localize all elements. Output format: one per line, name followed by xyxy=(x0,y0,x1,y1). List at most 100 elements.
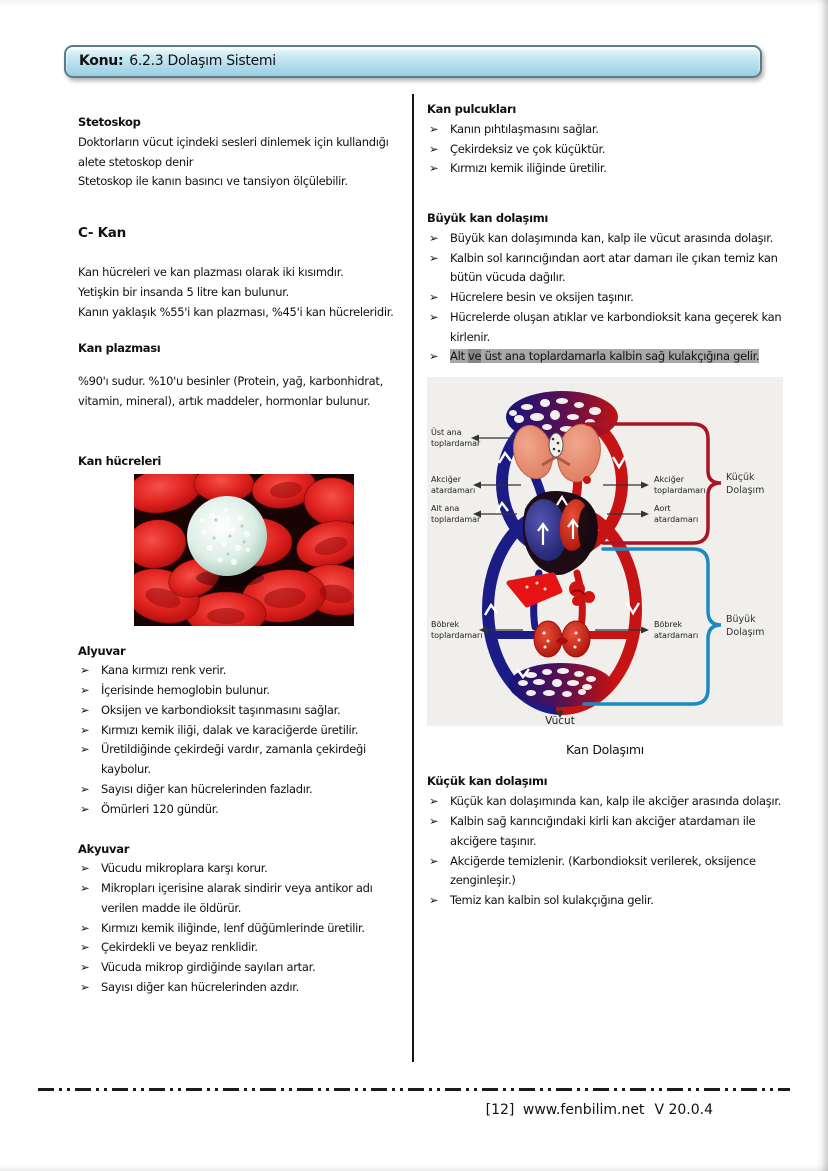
arrow-bullet-icon: ➢ xyxy=(80,940,90,955)
arrow-bullet-icon: ➢ xyxy=(429,794,439,809)
list-item: ➢ Sayısı diğer kan hücrelerinden fazladır… xyxy=(78,780,412,800)
arrow-bullet-icon: ➢ xyxy=(429,813,439,828)
list-item-text: Temiz kan kalbin sol kulakçığına gelir. xyxy=(450,893,654,908)
list-item: ➢ Temiz kan kalbin sol kulakçığına gelir. xyxy=(427,891,783,911)
arrow-bullet-icon: ➢ xyxy=(80,861,90,876)
diagram-label-bobrek-atardamari-line1: Böbrek xyxy=(654,620,682,629)
section-heading-kucuk-kan-dolasimi: Küçük kan dolaşımı xyxy=(427,774,548,789)
arrow-bullet-icon: ➢ xyxy=(429,893,439,908)
topic-title: 6.2.3 Dolaşım Sistemi xyxy=(129,53,276,70)
list-item-text: Vücuda mikrop girdiğinde sayıları artar. xyxy=(101,960,316,975)
arrow-bullet-icon: ➢ xyxy=(429,161,439,176)
version-label: V 20.0.4 xyxy=(654,1102,713,1118)
buyuk-dolasim-brace xyxy=(582,547,722,706)
diagram-label-kucuk-dolasim-line2: Dolaşım xyxy=(726,485,764,496)
circulation-diagram-figure: Üst ana toplardamar Akciğer atardamarı A… xyxy=(427,377,783,760)
list-item: ➢Üretildiğinde çekirdeği vardır, zamanla… xyxy=(78,740,412,780)
diagram-label-aort-atardamari-line2: atardamarı xyxy=(654,515,698,524)
list-item: ➢İçerisinde hemoglobin bulunur. xyxy=(78,681,412,701)
list-item: ➢ Hücrelere besin ve oksijen taşınır. xyxy=(427,288,783,308)
diagram-label-bobrek-atardamari-line2: atardamarı xyxy=(654,631,698,640)
list-item: ➢ Vücuda mikrop girdiğinde sayıları artar… xyxy=(78,958,412,978)
website-url: www.fenbilim.net xyxy=(522,1102,645,1118)
arrow-bullet-icon: ➢ xyxy=(80,782,90,796)
list-item: ➢ Ömürleri 120 gündür. xyxy=(78,800,412,820)
list-item: ➢ Kana kırmızı renk verir. xyxy=(78,661,412,681)
list-item: ➢ Kırmızı kemik iliği, dalak ve karaciğer… xyxy=(78,721,412,741)
paragraph: Yetişkin bir insanda 5 litre kan bulunur… xyxy=(78,285,289,300)
list-item-text: Oksijen ve karbondioksit taşınmasını sağ… xyxy=(101,702,341,717)
list-item: ➢ Oksijen ve karbondioksit taşınmasını sa… xyxy=(78,701,412,721)
list-item: ➢Kırmızı kemik iliğinde, lenf düğümlerin… xyxy=(78,919,412,939)
arrow-bullet-icon: ➢ xyxy=(429,309,439,324)
section-heading-alyuvar: Alyuvar xyxy=(78,643,126,658)
list-item-text: Sayısı diğer kan hücrelerinden fazladır. xyxy=(101,782,313,796)
arrow-bullet-icon: ➢ xyxy=(80,663,90,678)
arrow-bullet-icon: ➢ xyxy=(429,230,439,245)
arrow-bullet-icon: ➢ xyxy=(80,960,90,975)
list-item-text: Kırmızı kemik iliğinde üretilir. xyxy=(450,161,607,176)
diagram-label-akciger-atardamari-line2: atardamarı xyxy=(431,486,475,495)
arrow-bullet-icon: ➢ xyxy=(429,290,439,305)
circulation-diagram: Üst ana toplardamar Akciğer atardamarı A… xyxy=(427,377,783,727)
diagram-label-vucut: Vücut xyxy=(545,715,575,726)
list-item: ➢ Kanın pıhtılaşmasını sağlar. xyxy=(427,120,783,140)
paragraph: Kanın yaklaşık %55'i kan plazması, %45'i… xyxy=(78,304,394,319)
footer-site: www.fenbilim.net V 20.0.4 xyxy=(523,1098,713,1122)
list-item-text: Ömürleri 120 gündür. xyxy=(101,801,219,816)
section-heading-buyuk-kan-dolasimi: Büyük kan dolaşımı xyxy=(427,211,549,226)
highlighted-text: üst ana toplardamarla kalbin sağ kulakçı… xyxy=(481,349,760,364)
section-heading-akyuvar: Akyuvar xyxy=(78,841,130,856)
arrow-bullet-icon: ➢ xyxy=(80,702,90,717)
right-column: Kan pulcukları ➢Kanın pıhtılaşmasını sağ… xyxy=(427,100,783,911)
paragraph: Doktorların vücut içindeki sesleri dinle… xyxy=(78,134,389,169)
arrow-bullet-icon: ➢ xyxy=(429,141,439,156)
diagram-label-ust-ana-line1: Üst ana xyxy=(431,427,462,437)
buyuk-kan-dolasimi-list: ➢ Büyük kan dolaşımında kan, kalp ile vüc… xyxy=(427,229,783,367)
highlighted-text: Alt xyxy=(450,349,469,364)
arrow-bullet-icon: ➢ xyxy=(80,801,90,816)
list-item-text: Sayısı diğer kan hücrelerinden azdır. xyxy=(101,979,299,994)
diagram-label-akciger-toplardamari-line1: Akciğer xyxy=(654,475,685,484)
column-divider xyxy=(412,94,414,1062)
list-item: ➢ Çekirdekli ve beyaz renklidir. xyxy=(78,938,412,958)
list-item-text: Hücrelere besin ve oksijen taşınır. xyxy=(450,290,634,305)
arrow-bullet-icon: ➢ xyxy=(429,250,439,265)
list-item-text: Üretildiğinde çekirdeği vardır, zamanla … xyxy=(101,742,366,777)
list-item-text: Kalbin sağ karıncığındaki kirli kan akci… xyxy=(450,813,756,848)
list-item-text: Çekirdekli ve beyaz renklidir. xyxy=(101,940,258,955)
highlighted-text: ve xyxy=(468,349,482,364)
kucuk-kan-dolasimi-list: ➢Küçük kan dolaşımında kan, kalp ile akc… xyxy=(427,792,783,911)
list-item-text: Kanın pıhtılaşmasını sağlar. xyxy=(450,121,599,136)
list-item: ➢Mikropları içerisine alarak sindirir ve… xyxy=(78,879,412,919)
section-heading-kan-hucreleri: Kan hücreleri xyxy=(78,453,161,468)
list-item-text: Büyük kan dolaşımında kan, kalp ile vücu… xyxy=(450,230,773,245)
paragraph: Stetoskop ile kanın basıncı ve tansiyon … xyxy=(78,174,348,189)
footer-divider xyxy=(38,1088,790,1091)
blood-cells-image xyxy=(134,473,354,626)
arrow-bullet-icon: ➢ xyxy=(429,349,439,364)
list-item: ➢ Büyük kan dolaşımında kan, kalp ile vüc… xyxy=(427,229,783,249)
arrow-bullet-icon: ➢ xyxy=(80,881,90,896)
list-item-highlighted: ➢ Alt ve üst ana toplardamarla kalbin sa… xyxy=(427,347,783,367)
list-item-text: Kana kırmızı renk verir. xyxy=(101,663,227,678)
list-item-text: Kırmızı kemik iliğinde, lenf düğümlerind… xyxy=(101,920,365,935)
diagram-label-ust-ana-line2: toplardamar xyxy=(431,439,481,448)
arrow-bullet-icon: ➢ xyxy=(429,853,439,868)
list-item: ➢Hücrelerde oluşan atıklar ve karbondiok… xyxy=(427,308,783,348)
arrow-bullet-icon: ➢ xyxy=(80,722,90,737)
diagram-label-akciger-toplardamari-line2: toplardamarı xyxy=(654,486,706,495)
diagram-label-bobrek-toplardamari-line2: toplardamarı xyxy=(431,631,483,640)
paragraph: %90'ı sudur. %10'u besinler (Protein, ya… xyxy=(78,374,383,409)
arrow-bullet-icon: ➢ xyxy=(429,121,439,136)
topic-label: Konu: xyxy=(79,53,124,70)
diagram-label-buyuk-dolasim-line1: Büyük xyxy=(726,614,756,625)
list-item: ➢Vücudu mikroplara karşı korur. xyxy=(78,859,412,879)
diagram-label-akciger-atardamari-line1: Akciğer xyxy=(431,475,462,484)
section-heading-kan-plazmasi: Kan plazması xyxy=(78,340,161,355)
kan-pulcuklari-list: ➢Kanın pıhtılaşmasını sağlar. ➢Çekirdeks… xyxy=(427,120,783,179)
list-item-text: Kırmızı kemik iliği, dalak ve karaciğerd… xyxy=(101,722,359,737)
alyuvar-list: ➢ Kana kırmızı renk verir. ➢İçerisinde he… xyxy=(78,661,412,819)
akyuvar-list: ➢Vücudu mikroplara karşı korur. ➢Mikropl… xyxy=(78,859,412,997)
page-number: [12] xyxy=(485,1102,515,1118)
